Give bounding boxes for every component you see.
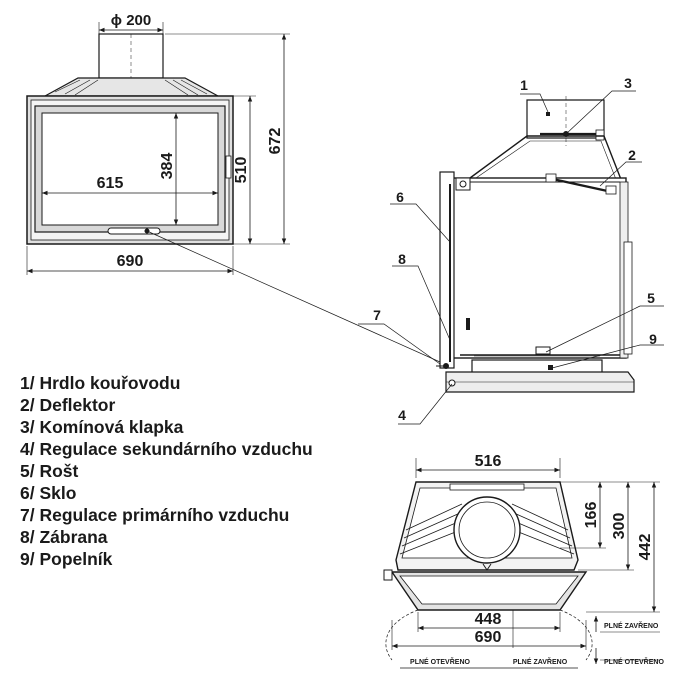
legend-item: 7/ Regulace primárního vzduchu	[20, 505, 290, 525]
leader-4	[398, 383, 453, 425]
legend-item: 5/ Rošt	[20, 461, 79, 481]
legend-item: 9/ Popelník	[20, 549, 113, 569]
dim-depth-166: 166	[583, 502, 600, 529]
section-grate	[535, 346, 551, 355]
legend-item: 4/ Regulace sekundárního vzduchu	[20, 439, 313, 459]
front-glass	[41, 112, 219, 226]
callout-7: 7	[373, 307, 381, 323]
legend-item: 2/ Deflektor	[20, 395, 116, 415]
label-door-closed: PLNÉ ZAVŘENO	[513, 657, 568, 666]
dim-depth-300: 300	[611, 513, 628, 540]
leader-2	[599, 161, 642, 187]
callout-8: 8	[398, 251, 406, 267]
parts-legend: 1/ Hrdlo kouřovodu 2/ Deflektor 3/ Komín…	[20, 372, 313, 570]
dim-depth-442: 442	[637, 534, 654, 561]
dim-glass-width: 615	[97, 175, 124, 192]
callout-6: 6	[396, 189, 404, 205]
callout-9: 9	[649, 331, 657, 347]
section-deflector	[547, 176, 613, 194]
leader-8	[392, 265, 451, 341]
front-dimension-labels: ϕ 200 615 384 510 672 690	[97, 12, 284, 270]
section-body	[449, 177, 627, 359]
front-view	[26, 22, 441, 363]
leader-5	[545, 305, 664, 353]
section-hood	[469, 135, 623, 183]
dim-glass-height: 384	[159, 153, 176, 180]
callout-5: 5	[647, 290, 655, 306]
callout-3: 3	[624, 75, 632, 91]
leader-3	[565, 90, 636, 135]
section-callout-labels: 1 3 2 6 8 7 5 9 4	[373, 75, 657, 423]
dim-flue-diameter: ϕ 200	[111, 12, 151, 29]
leader-7b	[358, 323, 441, 365]
leader-1	[520, 93, 549, 113]
dim-total-height: 672	[267, 128, 284, 155]
dim-bottom-width: 690	[475, 629, 502, 646]
top-view	[383, 458, 660, 669]
leader-7	[146, 230, 441, 363]
dim-body-height: 510	[233, 157, 250, 184]
leader-9	[551, 344, 664, 369]
label-side-closed: PLNÉ ZAVŘENO	[604, 621, 659, 630]
label-door-open: PLNÉ OTEVŘENO	[410, 657, 470, 666]
legend-item: 1/ Hrdlo kouřovodu	[20, 373, 181, 393]
section-view	[358, 90, 664, 425]
leader-6	[390, 203, 451, 243]
legend-item: 6/ Sklo	[20, 483, 77, 503]
legend-item: 3/ Komínová klapka	[20, 417, 184, 437]
top-dimension-labels: 516 166 300 442 448 690 PLNÉ OTEVŘENO PL…	[410, 453, 664, 666]
section-door	[439, 171, 455, 369]
callout-2: 2	[628, 147, 636, 163]
dim-top-width: 516	[475, 453, 502, 470]
callout-4: 4	[398, 407, 406, 423]
dim-inner-width: 448	[475, 611, 502, 628]
callout-1: 1	[520, 77, 528, 93]
front-hood	[44, 77, 219, 97]
dim-total-width: 690	[117, 253, 144, 270]
legend-item: 8/ Zábrana	[20, 527, 108, 547]
label-side-open: PLNÉ OTEVŘENO	[604, 657, 664, 666]
